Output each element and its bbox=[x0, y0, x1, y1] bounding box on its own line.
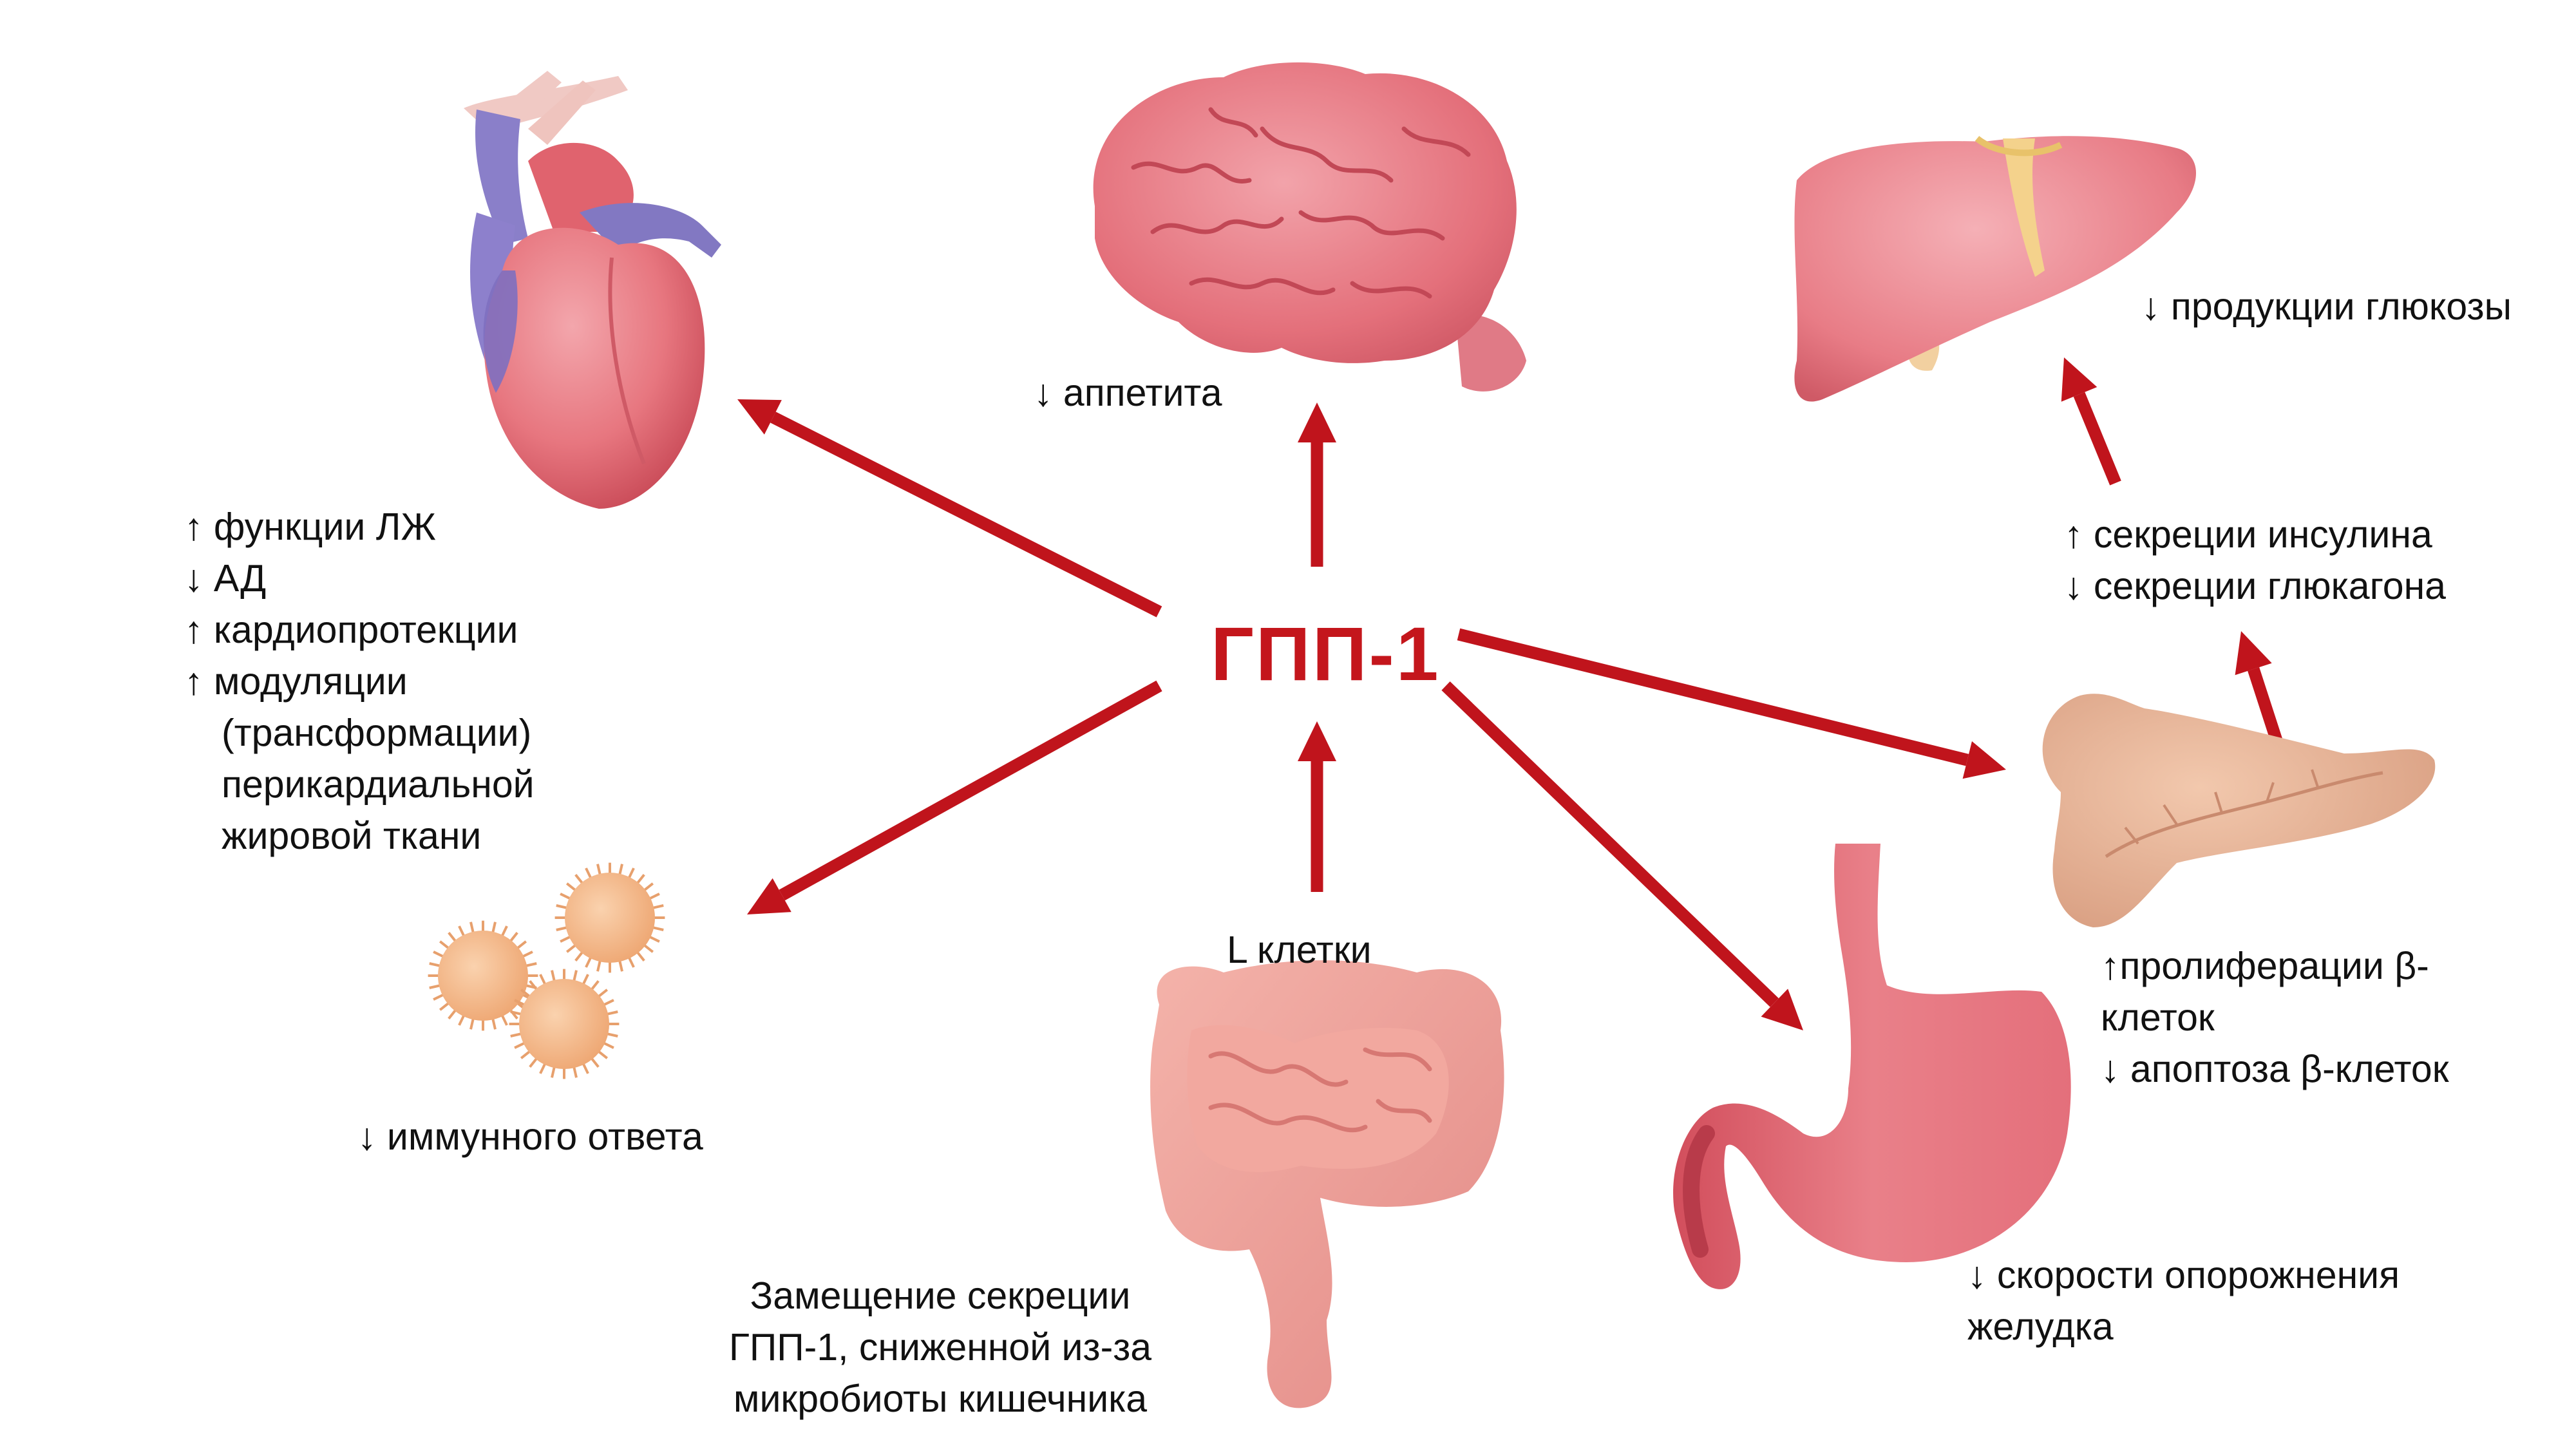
heart-effect-3: ↑ кардиопротекции bbox=[184, 609, 518, 651]
arrows-group bbox=[737, 357, 2286, 1030]
arrow-to-liver-head bbox=[2061, 357, 2098, 402]
intestine-effect-1: Замещение секреции bbox=[750, 1274, 1131, 1317]
pancreas-effect-3: ↓ апоптоза β-клеток bbox=[2101, 1048, 2449, 1090]
heart-effects-label: ↑ функции ЛЖ ↓ АД ↑ кардиопротекции ↑ мо… bbox=[184, 501, 535, 862]
arrow-to-heart bbox=[737, 399, 1162, 618]
brain-icon bbox=[1093, 62, 1526, 392]
immune-cell-1 bbox=[554, 862, 665, 973]
arrow-from-pancreas-head bbox=[2235, 631, 2272, 676]
islet-effects-label: ↑ секреции инсулина ↓ секреции глюкагона bbox=[2064, 509, 2446, 612]
arrow-to-pancreas-head bbox=[1962, 741, 2006, 779]
center-title: ГПП-1 bbox=[1211, 612, 1441, 697]
intestine-effects-label: Замещение секреции ГПП-1, сниженной из-з… bbox=[696, 1270, 1185, 1425]
arrow-to-pancreas-shaft bbox=[1457, 628, 1969, 766]
intestine-icon bbox=[1150, 960, 1504, 1408]
pancreas-icon bbox=[2042, 694, 2436, 927]
liver-icon bbox=[1794, 136, 2196, 402]
intestine-effect-3: микробиоты кишечника bbox=[733, 1378, 1148, 1420]
liver-effect-label: ↓ продукции глюкозы bbox=[2141, 281, 2512, 332]
l-cells-label: L клетки bbox=[1227, 924, 1372, 976]
brain-effect-label: ↓ аппетита bbox=[1034, 367, 1222, 419]
l-cells: L клетки bbox=[1227, 929, 1372, 971]
heart-icon bbox=[464, 71, 721, 509]
liver-effect: ↓ продукции глюкозы bbox=[2141, 285, 2512, 328]
heart-effect-2: ↓ АД bbox=[184, 557, 267, 600]
islet-effect-2: ↓ секреции глюкагона bbox=[2064, 565, 2446, 607]
islet-effect-1: ↑ секреции инсулина bbox=[2064, 513, 2432, 556]
brain-effect: ↓ аппетита bbox=[1034, 372, 1222, 414]
arrow-to-pancreas bbox=[1457, 628, 2006, 779]
heart-effect-1: ↑ функции ЛЖ bbox=[184, 506, 436, 548]
immune-effect-label: ↓ иммунного ответа bbox=[357, 1111, 703, 1162]
arrow-from-l-cells bbox=[1298, 721, 1336, 892]
stomach-effects-label: ↓ скорости опорожнения желудка bbox=[1967, 1249, 2400, 1352]
stomach-icon bbox=[1673, 844, 2071, 1289]
arrow-to-immune-head bbox=[747, 878, 791, 914]
arrow-to-heart-shaft bbox=[770, 412, 1162, 618]
pancreas-effect-2: клеток bbox=[2101, 996, 2215, 1039]
arrow-to-immune bbox=[747, 680, 1162, 914]
heart-effect-5: (трансформации) bbox=[222, 712, 532, 754]
arrow-to-immune-shaft bbox=[779, 680, 1162, 901]
heart-effect-6: перикардиальной bbox=[222, 763, 535, 806]
arrow-to-stomach-head bbox=[1761, 989, 1803, 1030]
immune-effect: ↓ иммунного ответа bbox=[357, 1115, 703, 1158]
arrow-to-stomach-shaft bbox=[1441, 681, 1779, 1007]
intestine-effect-2: ГПП-1, сниженной из-за bbox=[728, 1326, 1152, 1368]
heart-effect-4: ↑ модуляции bbox=[184, 660, 408, 703]
pancreas-effects-label: ↑пролиферации β- клеток ↓ апоптоза β-кле… bbox=[2101, 940, 2449, 1095]
stomach-effect-2: желудка bbox=[1967, 1305, 2114, 1348]
arrow-to-brain bbox=[1298, 402, 1336, 567]
arrow-to-liver-shaft bbox=[2073, 392, 2121, 486]
heart-effect-7: жировой ткани bbox=[222, 815, 482, 857]
immune-cell-2 bbox=[428, 920, 538, 1031]
stomach-effect-1: ↓ скорости опорожнения bbox=[1967, 1254, 2400, 1296]
arrow-to-liver bbox=[2061, 357, 2121, 486]
immune-cell-3 bbox=[509, 969, 620, 1079]
arrow-to-stomach bbox=[1441, 681, 1803, 1030]
arrow-from-l-cells-head bbox=[1298, 721, 1336, 761]
pancreas-effect-1: ↑пролиферации β- bbox=[2101, 945, 2429, 987]
immune-cells-icon bbox=[428, 862, 665, 1079]
arrow-to-heart-head bbox=[737, 399, 782, 435]
arrow-to-brain-head bbox=[1298, 402, 1336, 442]
